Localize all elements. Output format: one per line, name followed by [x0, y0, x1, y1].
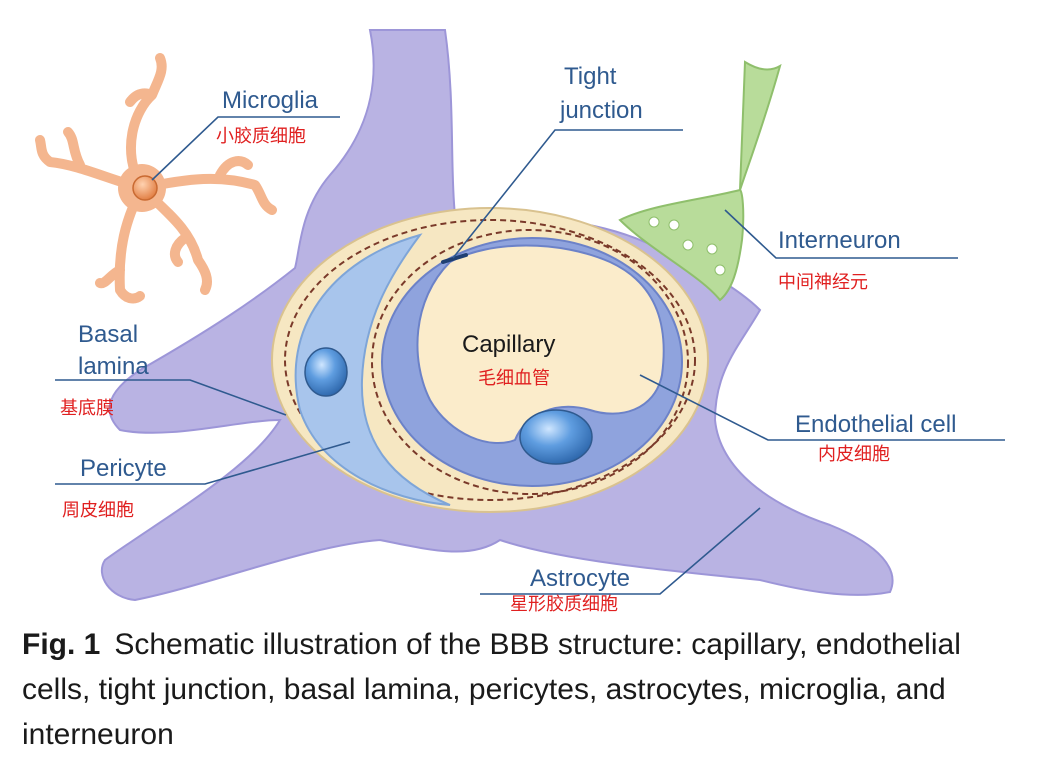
endothelial-label: Endothelial cell — [795, 411, 956, 438]
basal-lamina-label-line2: lamina — [78, 353, 149, 380]
pericyte-label: Pericyte — [80, 455, 167, 482]
pericyte-cell — [294, 233, 451, 506]
basal-lamina-dashed-outer — [284, 219, 696, 501]
capillary-label-zh: 毛细血管 — [478, 368, 550, 389]
pericyte-label-zh: 周皮细胞 — [62, 500, 134, 521]
microglia-label: Microglia — [222, 87, 319, 114]
interneuron-leader — [724, 209, 958, 259]
interneuron-label-zh: 中间神经元 — [778, 272, 868, 293]
interneuron-icon — [618, 60, 782, 302]
pericyte-nucleus — [304, 347, 348, 397]
basal-lamina-leader — [55, 379, 287, 416]
endothelial-nucleus — [519, 409, 593, 465]
capillary-lumen — [416, 244, 665, 445]
bbb-schematic: Microglia Tight junction Interneuron Bas… — [35, 29, 1005, 615]
astrocyte-label: Astrocyte — [530, 565, 630, 592]
basal-lamina-label-zh: 基底膜 — [60, 398, 114, 419]
microglia-leader — [151, 116, 340, 181]
astrocyte-label-zh: 星形胶质细胞 — [510, 594, 618, 615]
caption-text: Schematic illustration of the BBB struct… — [22, 628, 961, 751]
microglia-nucleus — [132, 175, 158, 201]
pericyte-leader — [55, 441, 351, 485]
tight-junction-marker — [441, 253, 468, 264]
microglia-cell-icon — [35, 53, 277, 304]
endothelial-leader — [639, 374, 1005, 441]
basal-lamina-dashed-inner — [371, 229, 689, 495]
astrocyte-leader — [480, 507, 761, 595]
capillary-label: Capillary — [462, 331, 555, 358]
interneuron-label: Interneuron — [778, 227, 901, 254]
figure-number: Fig. 1 — [22, 628, 101, 661]
basal-lamina-label-line1: Basal — [78, 321, 138, 348]
tight-junction-label-line2: junction — [559, 97, 643, 124]
microglia-label-zh: 小胶质细胞 — [216, 126, 306, 147]
tight-junction-label-line1: Tight — [564, 63, 617, 90]
tight-junction-leader — [452, 129, 683, 259]
endothelial-label-zh: 内皮细胞 — [818, 444, 890, 465]
